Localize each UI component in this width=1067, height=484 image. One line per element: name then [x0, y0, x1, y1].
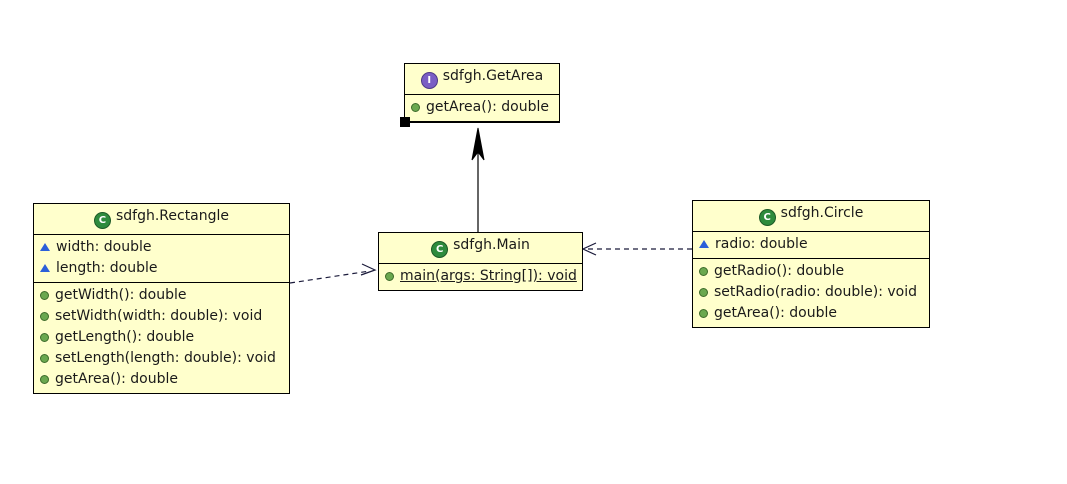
method-row[interactable]: getArea(): double	[693, 303, 929, 324]
member-icon	[40, 312, 49, 321]
method-row[interactable]: setLength(length: double): void	[34, 348, 289, 369]
method-section-getarea: getArea(): double	[405, 95, 559, 122]
class-name-rectangle: sdfgh.Rectangle	[115, 208, 230, 224]
method-section-main: main(args: String[]): void	[379, 264, 582, 290]
method-section-circle: getRadio(): double setRadio(radio: doubl…	[693, 259, 929, 327]
member-icon	[40, 333, 49, 342]
method-row[interactable]: setRadio(radio: double): void	[693, 282, 929, 303]
method-row[interactable]: getWidth(): double	[34, 285, 289, 306]
field-icon	[40, 243, 50, 251]
member-icon	[40, 354, 49, 363]
member-icon	[385, 272, 394, 281]
method-row[interactable]: setWidth(width: double): void	[34, 306, 289, 327]
class-name-circle: sdfgh.Circle	[780, 205, 864, 221]
class-name-main: sdfgh.Main	[453, 237, 530, 253]
member-icon	[411, 103, 420, 112]
member-icon	[699, 309, 708, 318]
field-section-circle: radio: double	[693, 232, 929, 259]
class-icon: C	[431, 241, 449, 258]
method-row[interactable]: getArea(): double	[34, 369, 289, 390]
relation-circle-to-main[interactable]	[581, 242, 692, 256]
class-name-getarea: sdfgh.GetArea	[442, 68, 544, 84]
field-row[interactable]: radio: double	[693, 234, 929, 255]
field-icon	[40, 264, 50, 272]
method-row-static-main[interactable]: main(args: String[]): void	[379, 266, 582, 287]
field-row[interactable]: length: double	[34, 258, 289, 279]
interface-icon: I	[420, 72, 438, 89]
field-icon	[699, 240, 709, 248]
method-row[interactable]: getLength(): double	[34, 327, 289, 348]
field-row[interactable]: width: double	[34, 237, 289, 258]
member-icon	[40, 291, 49, 300]
relation-main-to-getarea[interactable]	[471, 127, 485, 232]
method-row[interactable]: getRadio(): double	[693, 261, 929, 282]
member-icon	[699, 267, 708, 276]
member-icon	[40, 375, 49, 384]
method-section-rectangle: getWidth(): double setWidth(width: doubl…	[34, 283, 289, 393]
method-row[interactable]: getArea(): double	[405, 97, 559, 118]
field-section-rectangle: width: double length: double	[34, 235, 289, 283]
class-icon: C	[758, 209, 776, 226]
class-icon: C	[93, 212, 111, 229]
member-icon	[699, 288, 708, 297]
relation-rectangle-to-main[interactable]	[289, 263, 377, 284]
